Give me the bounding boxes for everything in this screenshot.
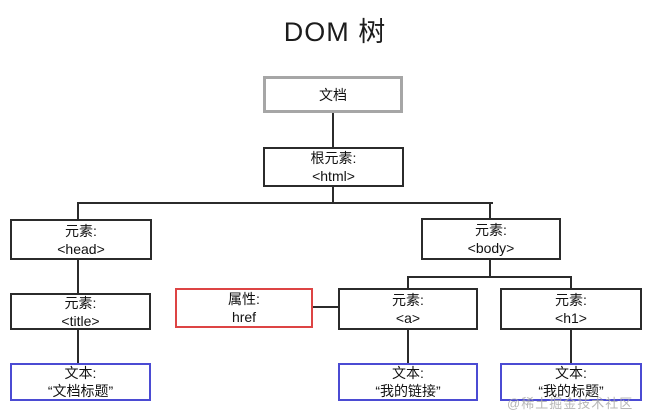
diagram-title: DOM 树 — [283, 17, 387, 47]
node-root-label: 根元素: — [310, 150, 357, 166]
node-text-document-title: 文本: “文档标题” — [10, 363, 151, 401]
node-a-element: 元素: <a> — [338, 288, 478, 330]
node-text-my-heading: 文本: “我的标题” — [500, 363, 642, 401]
connector-branch-h1 — [570, 276, 572, 288]
node-h1-element: 元素: <h1> — [500, 288, 642, 330]
node-text-my-link: 文本: “我的链接” — [338, 363, 478, 401]
node-text-title-label: 文本: — [64, 365, 97, 381]
connector-doc-html — [332, 113, 334, 147]
node-title-element: 元素: <title> — [10, 293, 151, 330]
node-text-link-label: 文本: — [392, 365, 424, 381]
node-document: 文档 — [263, 76, 403, 113]
connector-branch-head-body — [77, 202, 493, 204]
node-root-tag: <html> — [312, 168, 355, 184]
node-href-attribute: 属性: href — [175, 288, 313, 328]
node-head-tag: <head> — [57, 240, 105, 257]
connector-branch-head — [77, 202, 79, 219]
node-head-element: 元素: <head> — [10, 219, 152, 260]
connector-branch-a — [407, 276, 409, 288]
node-h1-label: 元素: — [555, 292, 587, 308]
node-a-tag: <a> — [395, 310, 421, 326]
connector-title-text — [77, 330, 79, 363]
connector-branch-body — [489, 202, 491, 218]
node-root-element: 根元素: <html> — [263, 147, 404, 187]
watermark: @稀土掘金技术社区 — [507, 396, 634, 411]
node-document-label: 文档 — [319, 86, 347, 103]
node-href-label: 属性: — [228, 291, 260, 307]
connector-href-a — [311, 306, 338, 308]
node-body-tag: <body> — [467, 240, 515, 256]
connector-body-branch — [489, 260, 491, 277]
connector-branch-a-h1 — [407, 276, 572, 278]
node-href-value: href — [231, 309, 257, 325]
node-text-link-value: “我的链接” — [375, 383, 441, 399]
node-text-heading-value: “我的标题” — [538, 383, 604, 399]
connector-head-title — [77, 260, 79, 293]
node-text-heading-label: 文本: — [555, 365, 587, 381]
node-body-element: 元素: <body> — [421, 218, 561, 260]
node-a-label: 元素: — [392, 292, 424, 308]
node-title-tag: <title> — [61, 312, 100, 329]
node-h1-tag: <h1> — [555, 310, 587, 326]
connector-html-branch — [332, 187, 334, 204]
node-head-label: 元素: — [65, 222, 97, 239]
node-body-label: 元素: — [475, 222, 507, 238]
connector-a-text — [407, 330, 409, 363]
node-title-label: 元素: — [64, 294, 97, 311]
node-text-title-value: “文档标题” — [47, 383, 114, 399]
connector-h1-text — [570, 330, 572, 363]
